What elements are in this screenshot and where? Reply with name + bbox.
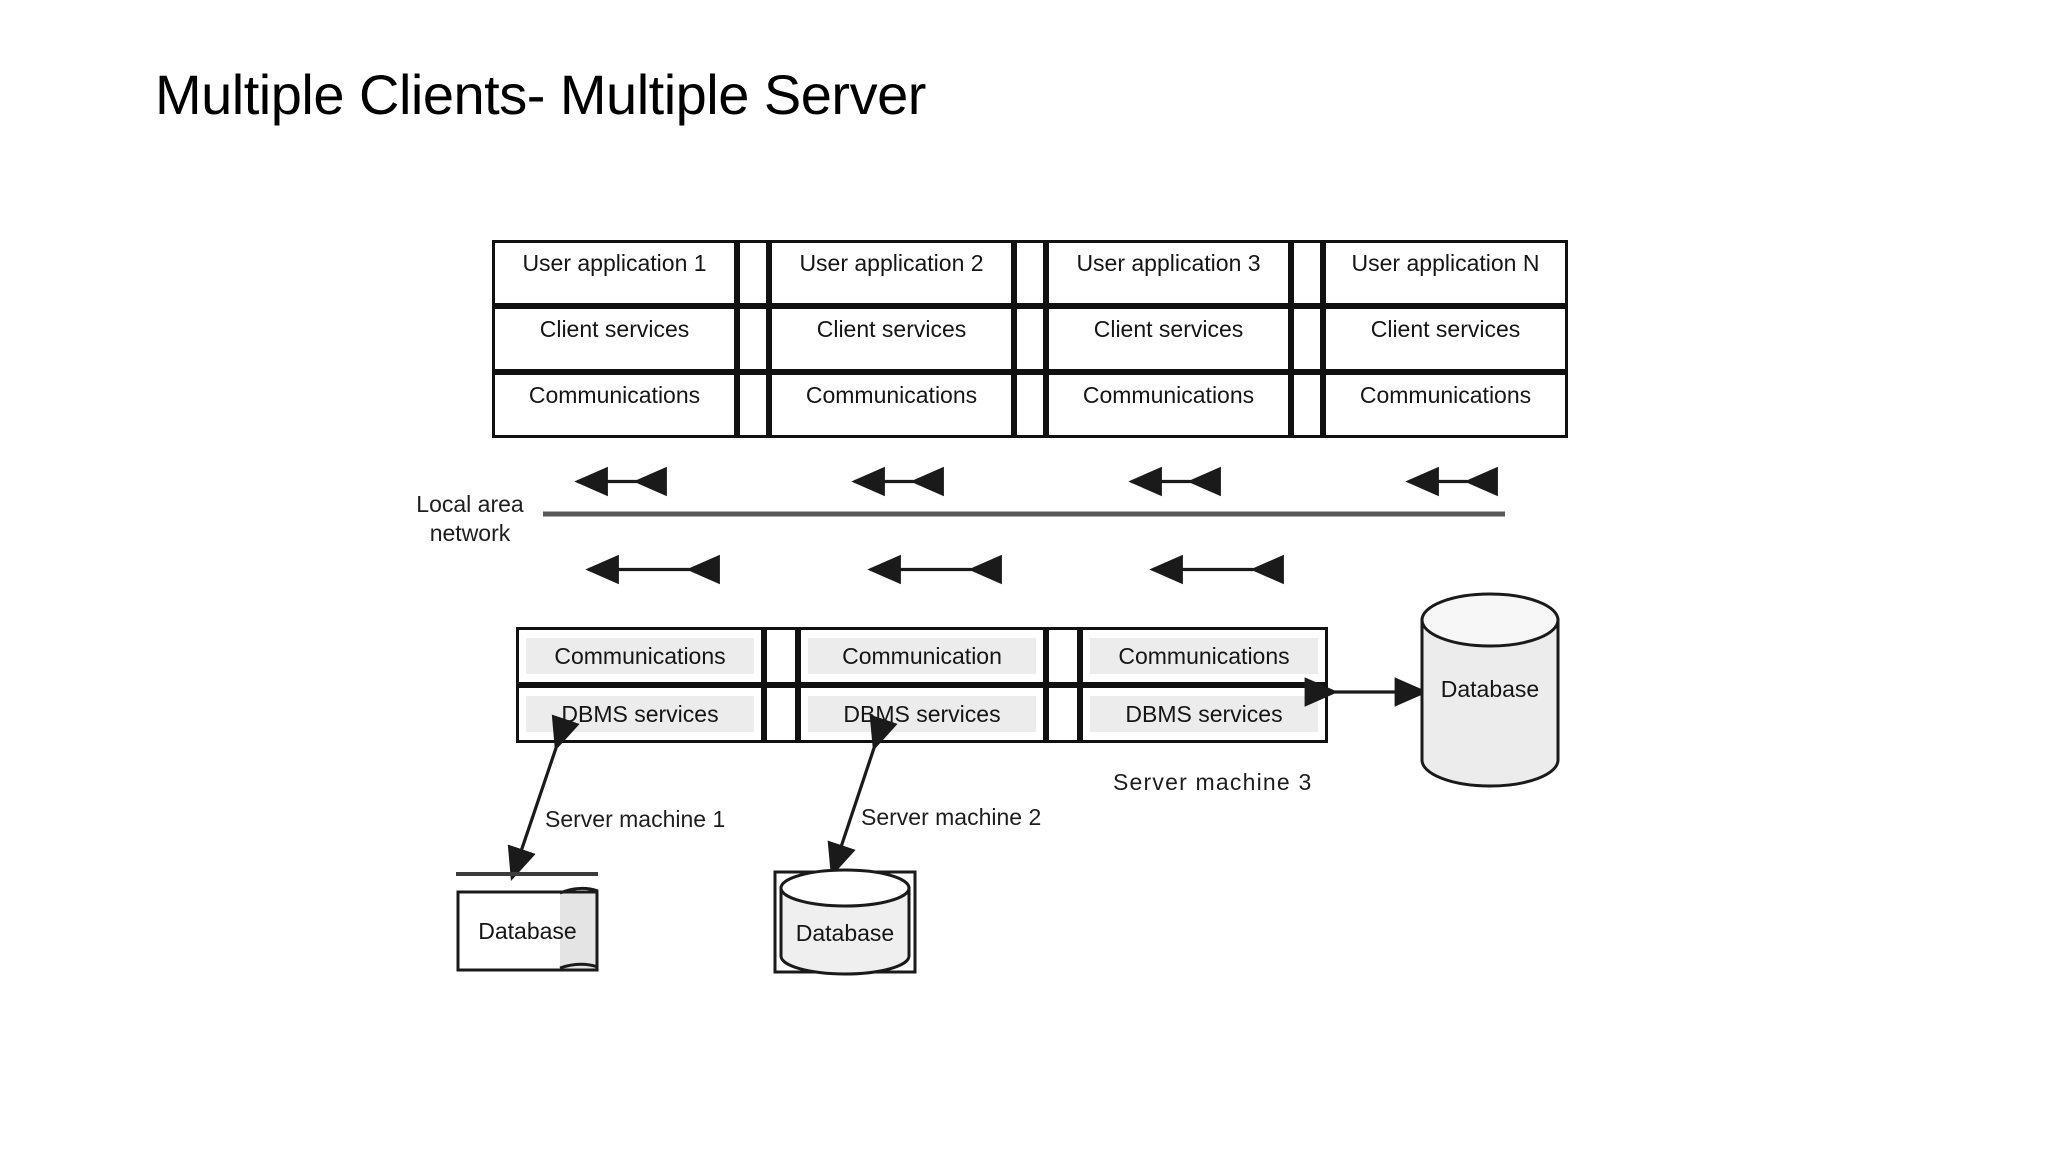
lan-label: Local area network <box>395 490 545 549</box>
server-2-database-arrow <box>827 714 898 878</box>
client-2-communications-label: Communications <box>805 382 978 408</box>
client-2-application-label: User application 2 <box>799 250 984 276</box>
lan-label-line1: Local area <box>416 491 524 517</box>
client-n-communications-label: Communications <box>1359 382 1532 408</box>
client-2-communications-cell: Communications <box>769 372 1014 438</box>
client-gap-4 <box>1014 240 1046 306</box>
database-cylinder-2 <box>773 868 917 976</box>
server-2-communications-cell: Communication <box>798 627 1046 685</box>
client-3-application-label: User application 3 <box>1076 250 1261 276</box>
database-3-label: Database <box>1440 676 1540 702</box>
server-machine-1-label: Server machine 1 <box>545 806 726 832</box>
database-cylinder-1 <box>456 872 599 972</box>
server-gap-3 <box>1046 627 1080 685</box>
client-1-application-cell: User application 1 <box>492 240 737 306</box>
client-gap-8 <box>1291 306 1323 372</box>
lan-label-line2: network <box>429 520 511 547</box>
page-title: Multiple Clients- Multiple Server <box>155 63 926 126</box>
client-gap-2 <box>737 306 769 372</box>
client-3-application-cell: User application 3 <box>1046 240 1291 306</box>
client-gap-7 <box>1291 240 1323 306</box>
server-1-communications-cell: Communications <box>516 627 764 685</box>
client-n-services-cell: Client services <box>1323 306 1568 372</box>
client-2-services-cell: Client services <box>769 306 1014 372</box>
database-cylinder-3 <box>1420 592 1560 788</box>
client-2-services-label: Client services <box>816 316 967 342</box>
server-gap-2 <box>764 685 798 743</box>
client-gap-5 <box>1014 306 1046 372</box>
client-3-services-label: Client services <box>1093 316 1244 342</box>
server-3-dbms-label: DBMS services <box>1125 700 1283 727</box>
client-1-services-cell: Client services <box>492 306 737 372</box>
client-1-communications-label: Communications <box>528 382 701 408</box>
server-3-dbms-cell: DBMS services <box>1080 685 1328 743</box>
server-gap-1 <box>764 627 798 685</box>
server-1-dbms-label: DBMS services <box>561 700 719 727</box>
server-machine-3-label: Server machine 3 <box>1113 769 1313 795</box>
client-gap-9 <box>1291 372 1323 438</box>
client-n-services-label: Client services <box>1370 316 1521 342</box>
server-machine-2-label: Server machine 2 <box>861 804 1042 830</box>
server-2-communications-label: Communication <box>842 642 1002 669</box>
client-3-services-cell: Client services <box>1046 306 1291 372</box>
database-2-label: Database <box>795 920 895 946</box>
client-1-communications-cell: Communications <box>492 372 737 438</box>
client-n-communications-cell: Communications <box>1323 372 1568 438</box>
client-2-application-cell: User application 2 <box>769 240 1014 306</box>
server-1-database-arrow <box>507 714 580 882</box>
client-1-services-label: Client services <box>539 316 690 342</box>
client-gap-1 <box>737 240 769 306</box>
server-3-communications-label: Communications <box>1118 642 1290 669</box>
server-1-dbms-cell: DBMS services <box>516 685 764 743</box>
client-1-application-label: User application 1 <box>522 250 707 276</box>
client-gap-6 <box>1014 372 1046 438</box>
client-gap-3 <box>737 372 769 438</box>
client-n-application-label: User application N <box>1351 250 1540 276</box>
client-n-application-cell: User application N <box>1323 240 1568 306</box>
server-3-communications-cell: Communications <box>1080 627 1328 685</box>
server-gap-4 <box>1046 685 1080 743</box>
client-3-communications-label: Communications <box>1082 382 1255 408</box>
client-3-communications-cell: Communications <box>1046 372 1291 438</box>
database-1-label: Database <box>478 918 577 944</box>
server-1-communications-label: Communications <box>554 642 726 669</box>
